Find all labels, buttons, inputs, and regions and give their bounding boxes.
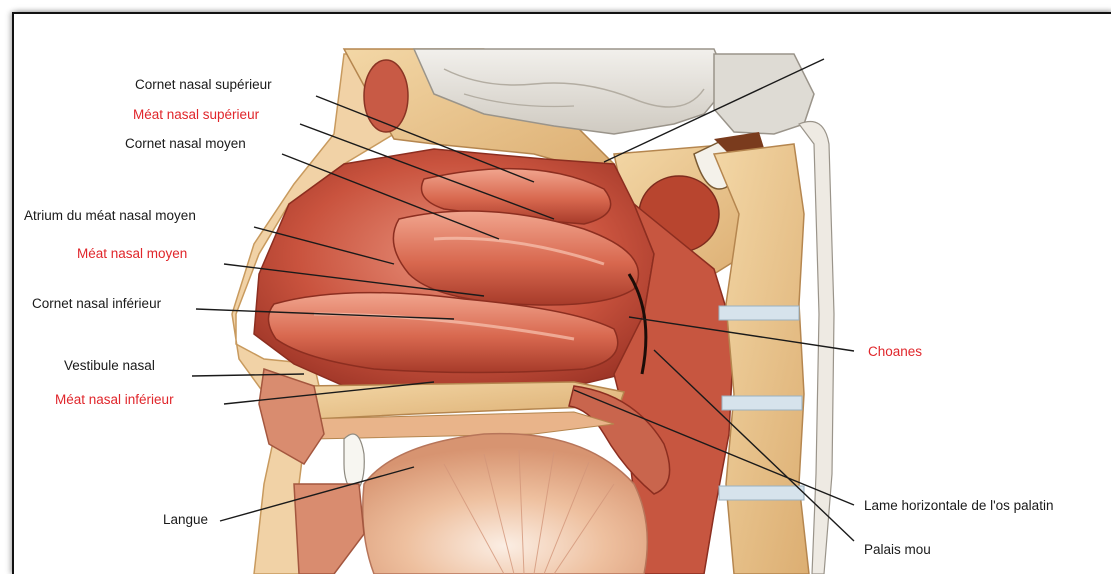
label-cornet-nasal-inferieur: Cornet nasal inférieur <box>32 296 161 312</box>
tongue <box>363 434 648 574</box>
figure-frame: Cornet nasal supérieur Méat nasal supéri… <box>12 12 1111 574</box>
label-meat-nasal-inferieur: Méat nasal inférieur <box>55 392 174 408</box>
label-cornet-nasal-superieur: Cornet nasal supérieur <box>135 77 272 93</box>
label-atrium-meat-nasal-moyen: Atrium du méat nasal moyen <box>24 208 196 224</box>
label-lame-horizontale: Lame horizontale de l'os palatin <box>864 498 1053 514</box>
brainstem <box>714 54 814 134</box>
label-meat-nasal-superieur: Méat nasal supérieur <box>133 107 259 123</box>
label-meat-nasal-moyen: Méat nasal moyen <box>77 246 187 262</box>
frontal-sinus <box>364 60 408 132</box>
label-vestibule-nasal: Vestibule nasal <box>64 358 155 374</box>
label-cornet-nasal-moyen: Cornet nasal moyen <box>125 136 246 152</box>
nasal-cavity-illustration <box>14 14 1111 574</box>
label-palais-mou: Palais mou <box>864 542 931 558</box>
label-langue: Langue <box>163 512 208 528</box>
label-choanes: Choanes <box>868 344 922 360</box>
